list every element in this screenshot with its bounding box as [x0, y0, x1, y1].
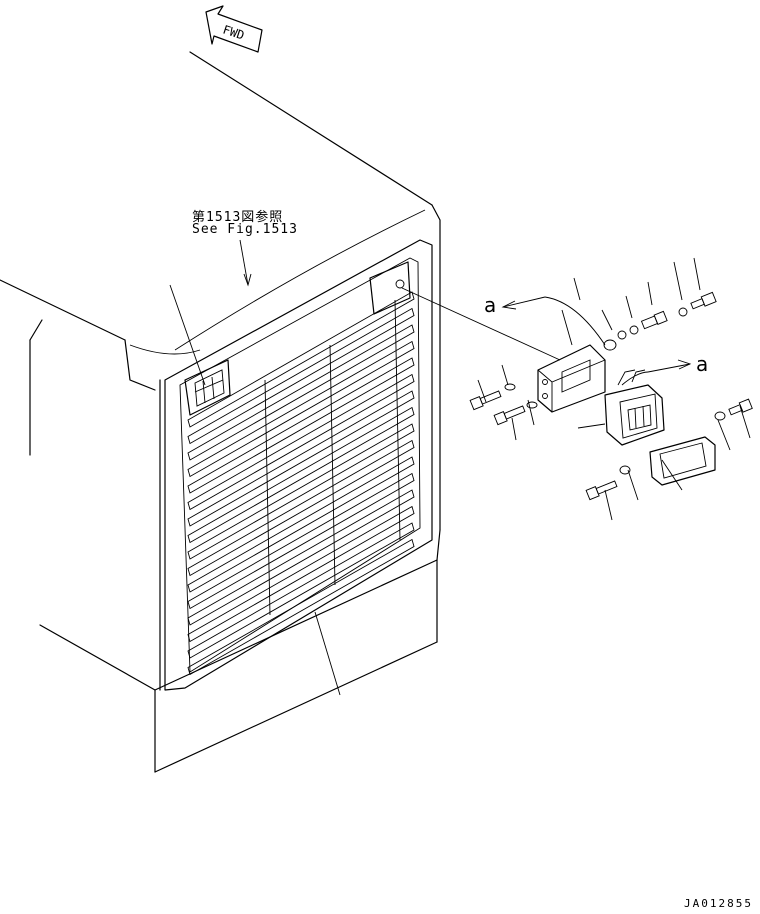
grille-slat	[187, 373, 415, 511]
grille-slat	[187, 538, 415, 676]
drawing-code: JA012855	[684, 897, 753, 910]
lamp-bracket	[537, 344, 606, 413]
grille-slat	[187, 324, 415, 461]
bolt	[640, 310, 668, 330]
grille-slat	[187, 505, 415, 643]
grille-slat	[187, 291, 415, 428]
fwd-label: FWD	[221, 23, 246, 43]
grille-slat	[187, 340, 415, 478]
grille-slat	[187, 472, 415, 610]
leader-lines	[169, 257, 751, 696]
grille-slat	[187, 423, 415, 560]
grille-slat	[187, 456, 415, 593]
grille-slat	[187, 357, 415, 494]
reference-english: See Fig.1513	[192, 222, 298, 237]
bolt	[690, 291, 717, 310]
radiator-grille	[164, 239, 433, 691]
fwd-direction-arrow: FWD	[205, 5, 263, 53]
lamp-cover	[649, 436, 716, 486]
callout-arrows	[501, 296, 692, 386]
grille-slats	[187, 291, 415, 676]
work-lamp	[604, 369, 665, 446]
bolt	[585, 480, 618, 501]
mounted-bracket	[369, 261, 411, 315]
grille-slat	[187, 406, 415, 544]
callout-a-upper: a	[484, 293, 497, 317]
reference-leader	[239, 239, 249, 286]
fasteners	[469, 291, 753, 501]
grille-ribs	[264, 299, 401, 616]
installed-work-lamp	[184, 359, 231, 416]
grille-slat	[187, 489, 415, 626]
grille-slat	[187, 439, 415, 577]
grille-slat	[187, 307, 415, 445]
grille-slat	[187, 522, 415, 659]
callout-a-lower: a	[696, 352, 709, 376]
bolt	[469, 390, 502, 411]
bolt	[728, 398, 753, 416]
grille-slat	[187, 390, 415, 527]
machine-body	[0, 51, 441, 773]
reference-leader-arrow	[243, 273, 252, 287]
reference-japanese: 第1513図参照	[192, 210, 284, 225]
bolt	[493, 405, 526, 426]
